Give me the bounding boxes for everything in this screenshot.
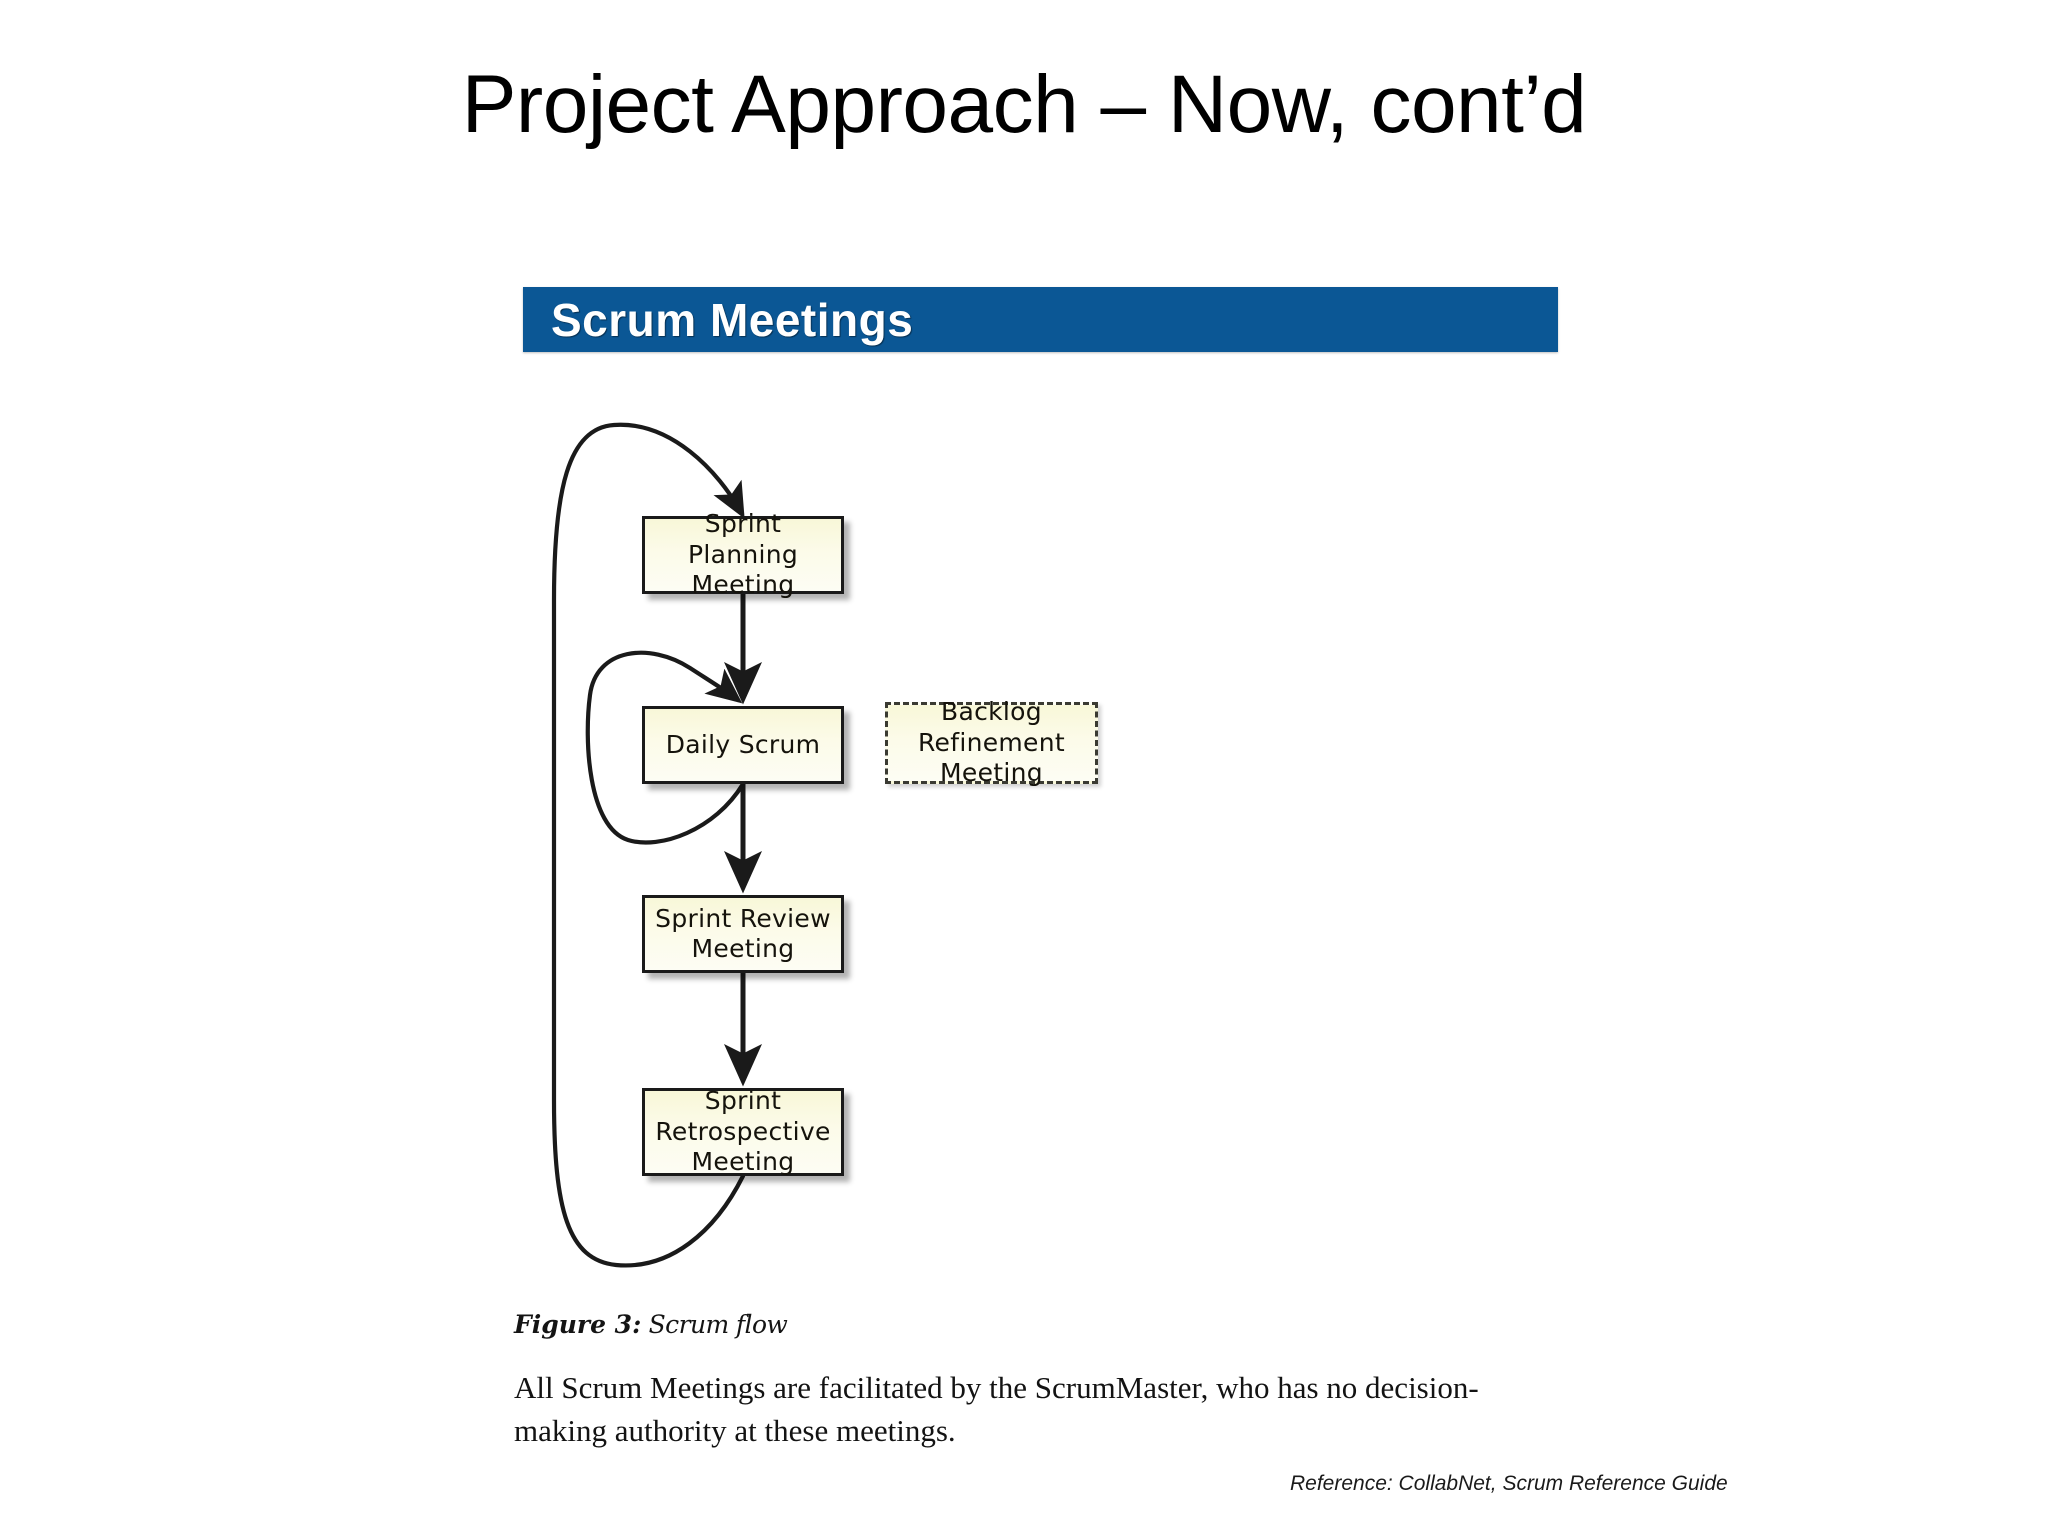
node-label: Daily Scrum [665,729,821,759]
node-daily-scrum: Daily Scrum [642,706,844,784]
node-label: Sprint Review Meeting [655,903,831,964]
node-sprint-review-meeting: Sprint Review Meeting [642,895,844,973]
reference-note: Reference: CollabNet, Scrum Reference Gu… [1290,1472,1728,1495]
node-label: Sprint Planning Meeting [687,509,799,600]
edge-daily-scrum-self-loop [585,650,746,845]
node-sprint-retrospective-meeting: Sprint Retrospective Meeting [642,1086,844,1177]
scrum-meetings-banner-label: Scrum Meetings [551,293,914,346]
scrum-meetings-banner: Scrum Meetings [523,287,1558,352]
page-title: Project Approach – Now, cont’d [461,59,1587,150]
node-backlog-refinement-meeting: Backlog Refinement Meeting [885,697,1098,787]
scrum-meetings-figure: Scrum Meetings Sprint Planning Meeting D… [510,270,1580,1460]
figure-caption: Figure 3: Scrum flow [514,1310,788,1339]
figure-caption-label: Figure 3: [514,1310,642,1339]
flowchart-connectors [551,422,762,1268]
node-label: Sprint Retrospective Meeting [655,1086,831,1177]
figure-body-text: All Scrum Meetings are facilitated by th… [514,1370,1479,1448]
figure-caption-title: Scrum flow [641,1310,788,1339]
edge-retrospective-to-planning [551,422,746,1268]
node-label: Backlog Refinement Meeting [918,697,1065,788]
node-sprint-planning-meeting: Sprint Planning Meeting [642,509,844,599]
